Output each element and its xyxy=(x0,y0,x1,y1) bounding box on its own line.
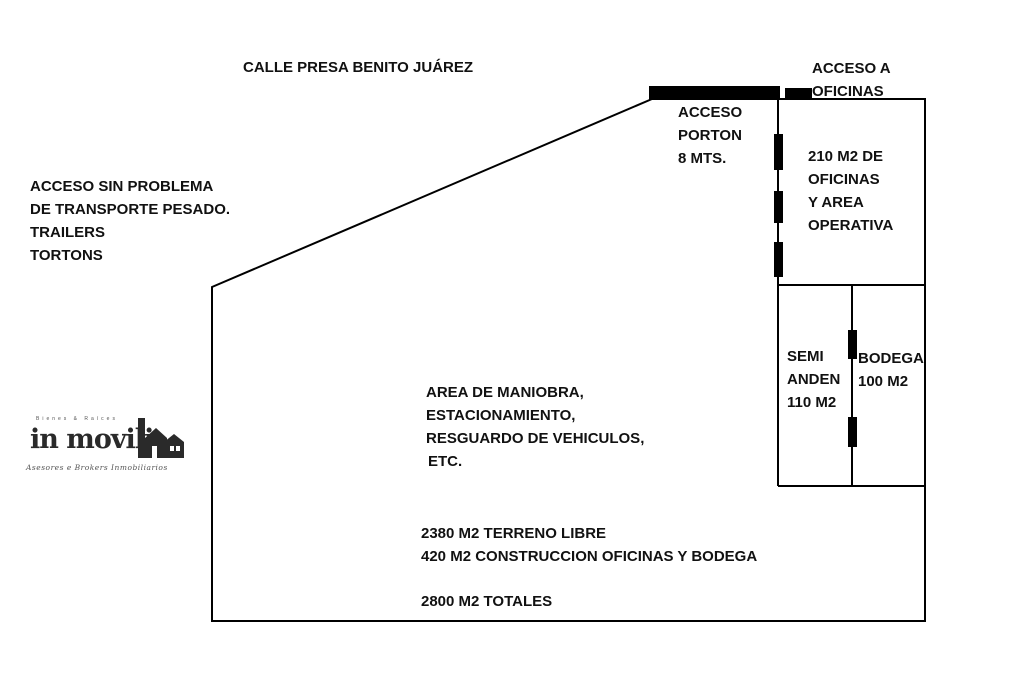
office-access-marker xyxy=(785,88,812,100)
gate-marker xyxy=(649,86,780,100)
offices-area-label: 210 M2 DE OFICINAS Y AREA OPERATIVA xyxy=(808,148,894,234)
door-marker xyxy=(774,242,783,277)
door-marker xyxy=(848,417,857,447)
semi-anden-label: SEMI ANDEN 110 M2 xyxy=(787,348,841,411)
logo-top-text: Bienes & Raíces xyxy=(36,416,118,422)
bodega-label: BODEGA 100 M2 xyxy=(858,350,924,390)
door-marker xyxy=(774,134,783,170)
logo-houses-icon xyxy=(138,418,184,458)
transport-note: ACCESO SIN PROBLEMA DE TRANSPORTE PESADO… xyxy=(30,178,231,264)
door-marker xyxy=(774,191,783,223)
street-label: CALLE PRESA BENITO JUÁREZ xyxy=(243,59,474,76)
company-logo: Bienes & Raíces in movili Asesores e Bro… xyxy=(26,416,188,476)
door-marker xyxy=(848,330,857,359)
gate-access-label: ACCESO PORTON 8 MTS. xyxy=(678,104,743,167)
maneuver-area-label: AREA DE MANIOBRA, ESTACIONAMIENTO, RESGU… xyxy=(426,384,645,470)
logo-brand: in movili xyxy=(30,424,154,455)
totals-block: 2380 M2 TERRENO LIBRE 420 M2 CONSTRUCCIO… xyxy=(421,525,758,610)
logo-tagline: Asesores e Brokers Inmobiliarios xyxy=(26,463,168,472)
lot-outline xyxy=(211,98,926,622)
office-access-label: ACCESO A OFICINAS xyxy=(812,60,891,100)
